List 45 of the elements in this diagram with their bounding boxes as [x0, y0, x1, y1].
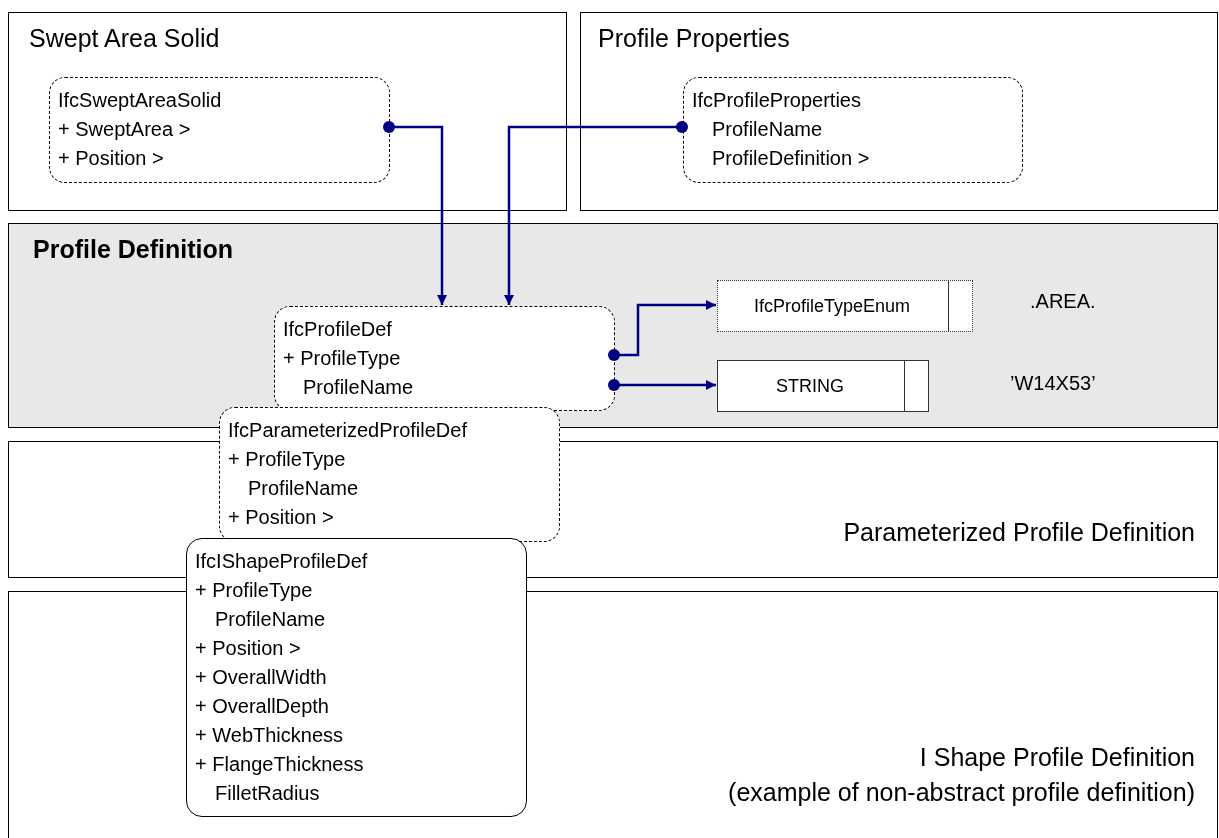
connector-arrow: [383, 121, 447, 305]
panel-subtitle: (example of non-abstract profile definition): [728, 777, 1195, 807]
attribute-text: + WebThickness: [195, 723, 344, 748]
attribute-text: ProfileName: [302, 375, 414, 400]
panel-title: Parameterized Profile Definition: [843, 517, 1195, 547]
class-box: [274, 306, 615, 411]
type-box: [717, 360, 929, 412]
class-box: [683, 77, 1023, 183]
attribute-text: + Position >: [195, 636, 301, 661]
class-name: IfcProfileProperties: [692, 88, 861, 113]
attribute-text: FilletRadius: [214, 781, 320, 806]
value-label: ’W14X53’: [1010, 372, 1096, 395]
type-name: STRING: [776, 375, 844, 397]
value-label: .AREA.: [1030, 290, 1096, 313]
attribute-text: ProfileDefinition >: [711, 146, 870, 171]
connector-arrow: [608, 379, 716, 391]
class-box: [186, 538, 527, 817]
package-panel: [8, 12, 567, 211]
type-box: [717, 280, 973, 332]
attribute-text: + ProfileType: [195, 578, 313, 603]
attribute-text: + OverallDepth: [195, 694, 329, 719]
attribute-text: ProfileName: [247, 476, 359, 501]
attribute-text: + FlangeThickness: [195, 752, 364, 777]
attribute-text: + ProfileType: [283, 346, 401, 371]
class-name: IfcIShapeProfileDef: [195, 549, 368, 574]
attribute-text: + SweptArea >: [58, 117, 191, 142]
class-name: IfcProfileDef: [283, 317, 392, 342]
attribute-text: + ProfileType: [228, 447, 346, 472]
attribute-text: + Position >: [58, 146, 164, 171]
attribute-text: ProfileName: [711, 117, 823, 142]
class-box: [219, 407, 560, 542]
panel-title: Profile Definition: [33, 234, 233, 264]
panel-title: Profile Properties: [598, 23, 790, 53]
type-name: IfcProfileTypeEnum: [753, 295, 911, 317]
attribute-text: + Position >: [228, 505, 334, 530]
package-panel: [580, 12, 1218, 211]
class-name: IfcSweptAreaSolid: [58, 88, 222, 113]
attribute-text: ProfileName: [214, 607, 326, 632]
class-box: [49, 77, 390, 183]
panel-title: Swept Area Solid: [29, 23, 220, 53]
class-name: IfcParameterizedProfileDef: [228, 418, 467, 443]
attribute-text: + OverallWidth: [195, 665, 327, 690]
panel-title: I Shape Profile Definition: [919, 742, 1195, 772]
connector-arrow: [608, 300, 716, 361]
connector-arrow: [504, 121, 688, 305]
